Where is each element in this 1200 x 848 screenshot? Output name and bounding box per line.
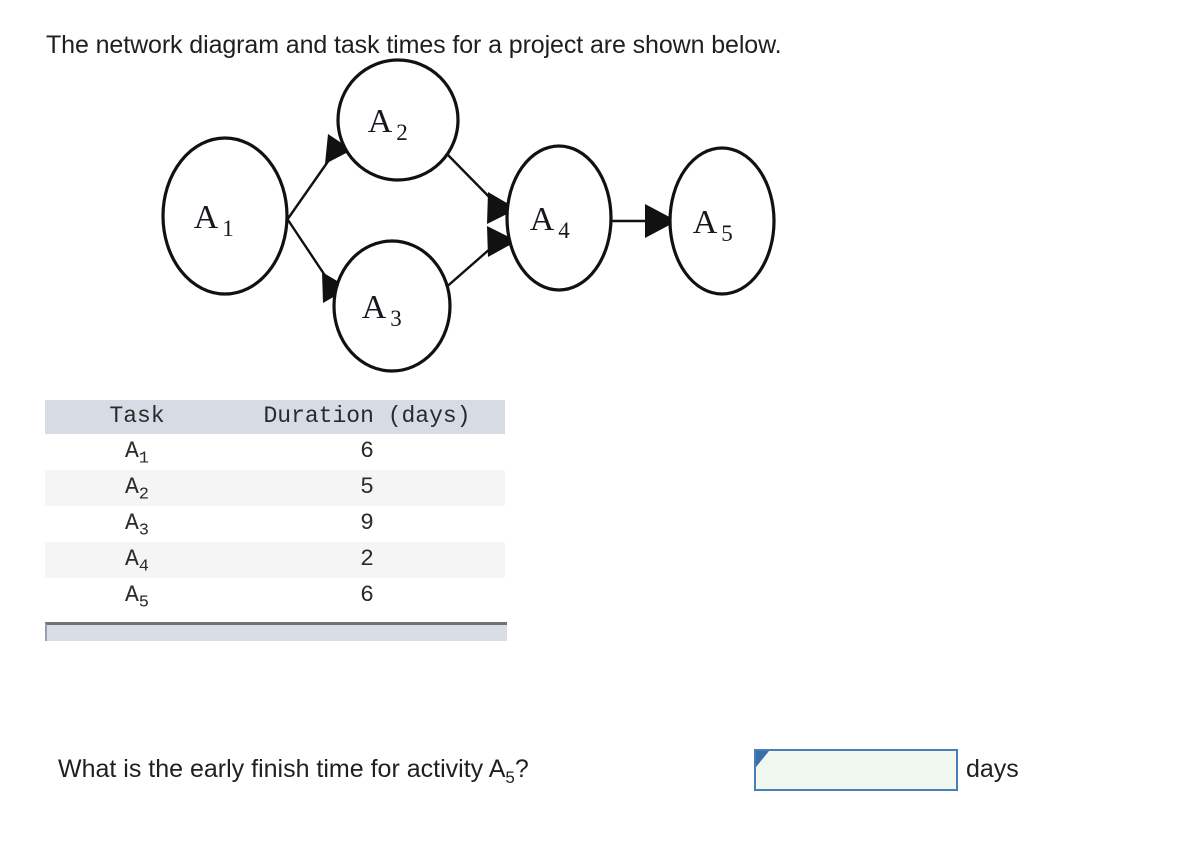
table-cell-duration: 6: [360, 582, 374, 608]
task-base: A: [124, 582, 139, 608]
diagram-node-a3-sub: 3: [390, 306, 402, 331]
answer-unit-label: days: [966, 755, 1019, 783]
task-sub: 2: [138, 485, 149, 505]
task-sub: 1: [138, 449, 149, 469]
diagram-node-a2: A 2: [336, 58, 460, 182]
table-cell-task: A3: [45, 506, 229, 542]
diagram-node-a4-sub: 4: [558, 218, 570, 243]
task-base: A: [124, 474, 139, 500]
table-row: A3 9: [45, 506, 505, 542]
table-row: A2 5: [45, 470, 505, 506]
diagram-node-a2-label: A: [368, 103, 393, 140]
table-header-duration: Duration (days): [229, 400, 505, 434]
table-cell-duration: 9: [360, 510, 374, 536]
table-row: A1 6: [45, 434, 505, 470]
table-cell-task: A5: [45, 578, 229, 614]
question-suffix: ?: [514, 755, 529, 783]
table-row: A5 6: [45, 578, 505, 614]
table-cell-task: A2: [45, 470, 229, 506]
table-cell-duration: 2: [360, 546, 374, 572]
diagram-node-a1: A 1: [161, 136, 289, 296]
task-sub: 4: [138, 557, 149, 577]
diagram-node-a2-sub: 2: [396, 120, 408, 145]
network-diagram: A 1 A 2 A 3 A 4 A 5: [140, 58, 820, 388]
question-subscript: 5: [505, 768, 515, 787]
question-row: What is the early finish time for activi…: [0, 744, 1200, 800]
diagram-node-a5-sub: 5: [721, 221, 733, 246]
task-sub: 5: [138, 593, 149, 613]
question-text: What is the early finish time for activi…: [58, 752, 529, 786]
answer-input[interactable]: [754, 749, 958, 791]
table-header-row: Task Duration (days): [45, 400, 505, 434]
diagram-node-a5: A 5: [668, 146, 776, 296]
answer-field-wrap: [754, 749, 958, 791]
prompt-text: The network diagram and task times for a…: [46, 31, 782, 59]
table-cell-task: A1: [45, 434, 229, 470]
task-sub: 3: [138, 521, 149, 541]
diagram-node-a3-label: A: [362, 289, 387, 326]
table-row: A4 2: [45, 542, 505, 578]
task-base: A: [124, 438, 139, 464]
edge-a3-a4: [442, 226, 517, 291]
diagram-node-a4: A 4: [505, 144, 613, 292]
diagram-node-a4-label: A: [530, 201, 555, 238]
table-cell-duration: 5: [360, 474, 374, 500]
task-base: A: [124, 546, 139, 572]
diagram-node-a5-label: A: [693, 204, 718, 241]
table-footer-bar: [45, 622, 507, 641]
diagram-node-a1-sub: 1: [222, 216, 234, 241]
edge-a1-a2: [279, 134, 352, 231]
question-prefix: What is the early finish time for activi…: [58, 755, 506, 783]
task-duration-table: Task Duration (days) A1 6 A2 5 A3 9 A4 2…: [45, 400, 505, 614]
table-header-task: Task: [45, 400, 229, 434]
edge-a4-a5: [611, 204, 677, 238]
diagram-node-a1-label: A: [194, 199, 219, 236]
diagram-node-a3: A 3: [332, 239, 452, 373]
table-cell-duration: 6: [360, 438, 374, 464]
edge-a2-a4: [446, 153, 517, 224]
table-cell-task: A4: [45, 542, 229, 578]
task-base: A: [124, 510, 139, 536]
